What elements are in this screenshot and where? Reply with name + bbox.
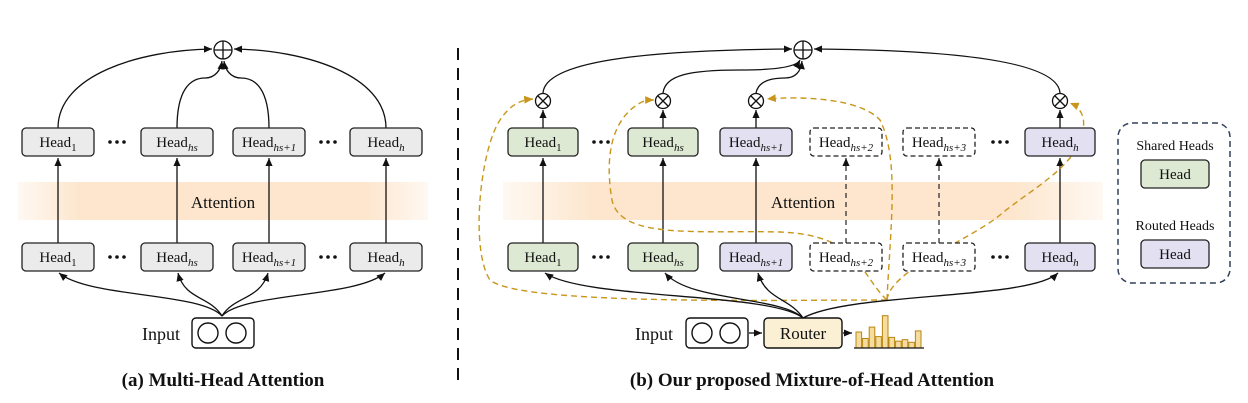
- legend: Shared Heads Head Routed Heads Head: [1117, 122, 1231, 284]
- svg-text:Head1: Head1: [524, 135, 561, 154]
- multiply-node-hs1: [747, 92, 765, 110]
- head-a-bottom-hs1: Headhs+1: [232, 242, 306, 272]
- head-b-top-hs: Headhs: [627, 127, 699, 157]
- attention-band-a: [18, 182, 428, 220]
- head-b-bottom-hs2: Headhs+2: [809, 242, 883, 272]
- multiply-node-h: [1051, 92, 1069, 110]
- histogram-bar: [868, 326, 876, 349]
- head-a-top-1: Head1: [21, 127, 95, 157]
- multiply-node-hs: [654, 92, 672, 110]
- svg-text:Headhs+1: Headhs+1: [242, 135, 296, 154]
- svg-text:Headh: Headh: [367, 250, 405, 269]
- histogram-bar: [862, 338, 869, 349]
- ellipsis-dots-a: [108, 140, 337, 259]
- top-connections-a: [57, 45, 387, 129]
- router-fanout-b: [544, 272, 1059, 319]
- head-b-top-h: Headh: [1024, 127, 1096, 157]
- head-a-bottom-h: Headh: [349, 242, 423, 272]
- histogram-bar: [855, 331, 863, 349]
- svg-text:Headhs: Headhs: [642, 135, 683, 154]
- legend-shared-head: Head: [1140, 159, 1210, 189]
- svg-text:Headh: Headh: [367, 135, 405, 154]
- svg-text:Headhs+2: Headhs+2: [819, 250, 874, 269]
- router-score-histogram: [854, 315, 924, 349]
- head-b-top-hs3: Headhs+3: [902, 127, 976, 157]
- histogram-bar: [895, 340, 902, 349]
- head-a-bottom-1: Head1: [21, 242, 95, 272]
- legend-shared-title: Shared Heads: [1136, 139, 1213, 154]
- input-label-a: Input: [142, 324, 180, 344]
- router-box: Router: [763, 317, 843, 349]
- svg-text:Headhs+1: Headhs+1: [242, 250, 296, 269]
- attention-label-a: Attention: [191, 193, 256, 212]
- head-to-multiply-arrows: [539, 110, 1064, 128]
- panel-b: Attention: [478, 40, 1103, 391]
- legend-routed-title: Routed Heads: [1136, 219, 1215, 234]
- input-token-box-b: [685, 317, 749, 349]
- top-connections-b: [542, 45, 1061, 94]
- ellipsis-dots-b: [592, 140, 1009, 259]
- legend-routed-head: Head: [1140, 239, 1210, 269]
- svg-text:Head1: Head1: [39, 135, 76, 154]
- histogram-bar: [875, 336, 882, 349]
- input-token-box-a: [191, 317, 255, 349]
- multiply-nodes: [534, 92, 1069, 110]
- svg-text:Headhs: Headhs: [642, 250, 683, 269]
- svg-text:Headh: Headh: [1041, 135, 1079, 154]
- attention-band-b: [503, 182, 1103, 220]
- svg-text:Head1: Head1: [524, 250, 561, 269]
- head-b-bottom-hs3: Headhs+3: [902, 242, 976, 272]
- head-word: Head: [39, 135, 71, 151]
- head-b-bottom-h: Headh: [1024, 242, 1096, 272]
- caption-b: (b) Our proposed Mixture-of-Head Attenti…: [630, 370, 995, 391]
- svg-text:Headhs+3: Headhs+3: [912, 135, 967, 154]
- input-label-b: Input: [635, 324, 673, 344]
- head-b-bottom-hs: Headhs: [627, 242, 699, 272]
- histogram-bar: [914, 330, 922, 349]
- histogram-bar: [888, 336, 896, 349]
- svg-text:Router: Router: [780, 324, 827, 343]
- svg-text:Headhs: Headhs: [156, 250, 197, 269]
- svg-text:Headhs+2: Headhs+2: [819, 135, 874, 154]
- sum-node-a: [213, 40, 233, 60]
- histogram-bar: [901, 339, 909, 349]
- input-fanout-a: [58, 272, 386, 317]
- head-b-bottom-1: Head1: [507, 242, 579, 272]
- panel-a: Attention: [18, 40, 428, 391]
- head-b-top-hs2: Headhs+2: [809, 127, 883, 157]
- caption-a: (a) Multi-Head Attention: [122, 370, 325, 391]
- head-a-top-hs1: Headhs+1: [232, 127, 306, 157]
- svg-text:Headhs: Headhs: [156, 135, 197, 154]
- head-a-bottom-hs: Headhs: [140, 242, 214, 272]
- head-b-bottom-hs1: Headhs+1: [719, 242, 793, 272]
- svg-text:Head: Head: [1159, 167, 1191, 183]
- svg-text:Head1: Head1: [39, 250, 76, 269]
- head-b-top-1: Head1: [507, 127, 579, 157]
- svg-text:Headhs+3: Headhs+3: [912, 250, 967, 269]
- multiply-node-1: [534, 92, 552, 110]
- head-a-top-hs: Headhs: [140, 127, 214, 157]
- attention-arrows-a: [54, 158, 390, 243]
- svg-text:Headhs+1: Headhs+1: [729, 135, 783, 154]
- svg-text:Head: Head: [1159, 247, 1191, 263]
- head-b-top-hs1: Headhs+1: [719, 127, 793, 157]
- svg-text:Headhs+1: Headhs+1: [729, 250, 783, 269]
- head-a-top-h: Headh: [349, 127, 423, 157]
- histogram-bar: [881, 315, 889, 349]
- attention-arrows-b: [539, 158, 1064, 243]
- sum-node-b: [793, 40, 813, 60]
- histogram-bar: [908, 341, 915, 349]
- svg-text:Headh: Headh: [1041, 250, 1079, 269]
- attention-label-b: Attention: [771, 193, 836, 212]
